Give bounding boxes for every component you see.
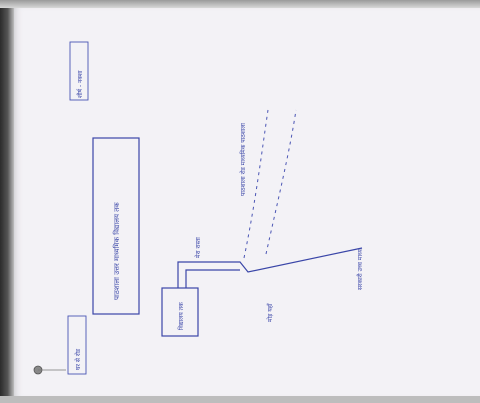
binder-edge bbox=[0, 0, 14, 403]
corner-tag-box bbox=[69, 41, 89, 101]
bottom-note-label: घर से रोड bbox=[74, 348, 82, 370]
bottom-note-box bbox=[67, 315, 87, 375]
title-label: पाठशाला उत्तर माध्यमिक विद्यालय तक bbox=[112, 202, 121, 300]
school-building-box bbox=[161, 287, 199, 337]
title-box bbox=[92, 137, 140, 315]
right-end-label: सरकारी उच्च माध्य. bbox=[356, 247, 364, 290]
corner-tag-label: शीर्ष - नक्शा bbox=[76, 70, 84, 98]
main-road-line-inner bbox=[185, 269, 240, 288]
main-road-line bbox=[177, 247, 363, 288]
road-label: मेरा रास्ता bbox=[194, 237, 202, 258]
top-scan-edge bbox=[0, 0, 480, 8]
dashed-route-2 bbox=[265, 109, 297, 255]
bottom-scan-edge bbox=[0, 396, 480, 403]
dashed-route-1 bbox=[243, 109, 269, 259]
bend-label: मोड़ यहाँ bbox=[266, 303, 274, 322]
upper-road-label: पाठशाला रोड माध्यमिक पाठशाला bbox=[239, 123, 247, 196]
school-label: विद्यालय तक bbox=[177, 302, 185, 330]
